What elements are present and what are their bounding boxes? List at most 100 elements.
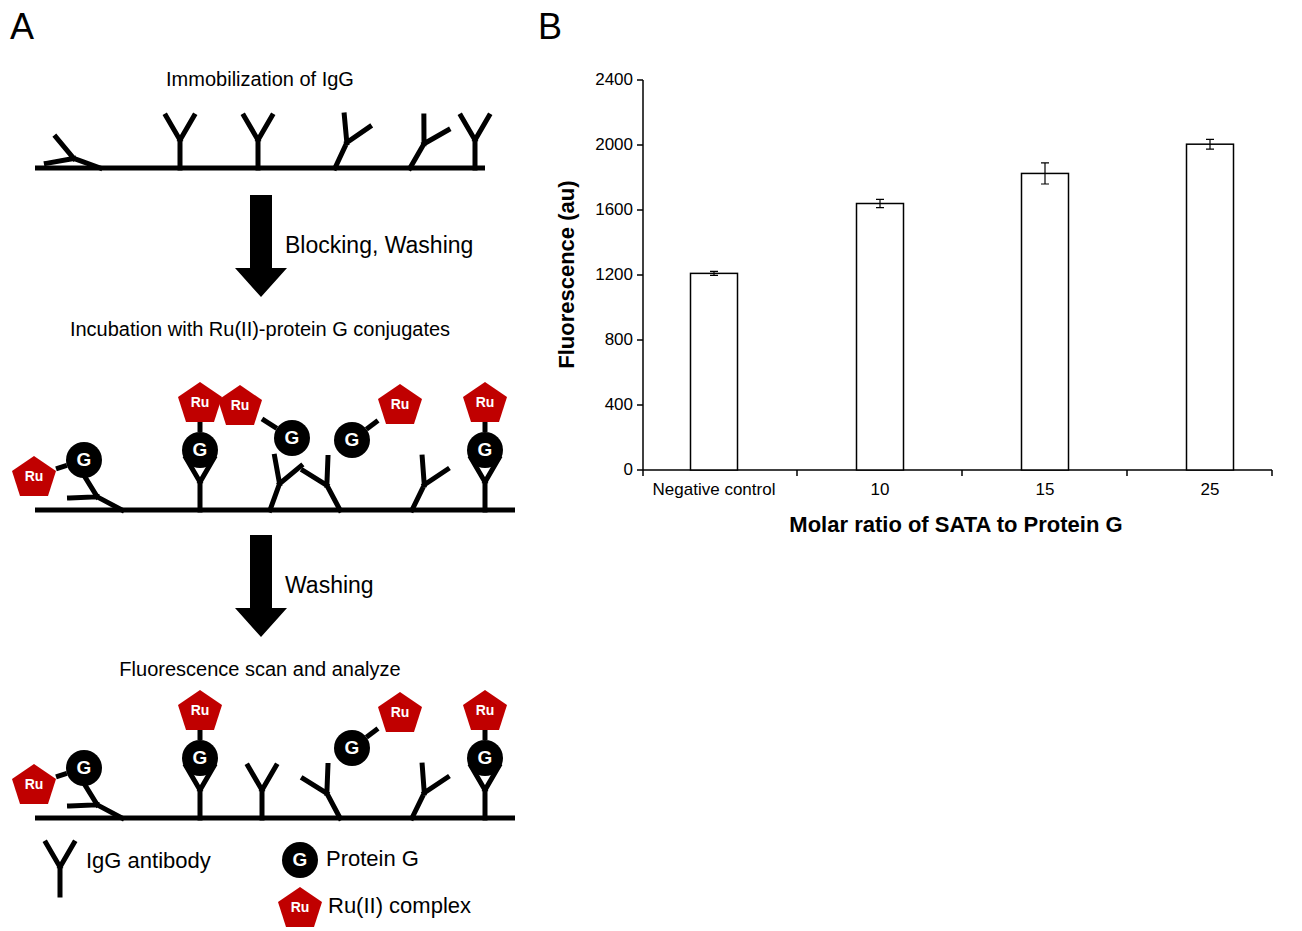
ru-complex: Ru <box>12 456 56 496</box>
igg-antibody <box>70 781 129 830</box>
step-caption: Blocking, Washing <box>285 232 473 258</box>
category-label: 15 <box>1036 480 1055 500</box>
g-label: G <box>293 849 308 871</box>
g-label: G <box>193 439 208 461</box>
igg-antibody <box>166 116 194 168</box>
pentagon <box>218 385 262 425</box>
tick-label: 2000 <box>595 135 633 155</box>
bar <box>1022 173 1069 470</box>
category-label: Negative control <box>653 480 776 500</box>
axis-tick <box>637 274 643 276</box>
down-arrow <box>235 195 287 297</box>
ru-complex: Ru <box>178 690 222 730</box>
linker <box>198 422 203 432</box>
linker <box>483 422 488 432</box>
circle <box>282 842 318 878</box>
protein-g: G <box>274 420 310 456</box>
axis-title: Molar ratio of SATA to Protein G <box>789 512 1122 537</box>
g-label: G <box>478 439 493 461</box>
pentagon <box>178 690 222 730</box>
protein-g: G <box>282 842 318 878</box>
bar-chart <box>637 80 1272 476</box>
axis-tick <box>637 404 643 406</box>
protein-g: G <box>182 740 218 776</box>
axis-title: Fluorescence (au) <box>554 181 579 369</box>
step-caption: Washing <box>285 572 374 598</box>
protein-g: G <box>467 740 503 776</box>
circle <box>334 422 370 458</box>
pentagon <box>178 382 222 422</box>
category-label: 10 <box>871 480 890 500</box>
panel-letter: B <box>538 6 562 47</box>
ru-complex: Ru <box>463 382 507 422</box>
error-bar <box>1041 163 1049 184</box>
axis-tick <box>642 470 644 476</box>
pentagon <box>463 382 507 422</box>
igg-antibody <box>248 766 276 818</box>
down-arrow <box>235 535 287 637</box>
igg-antibody <box>399 457 447 516</box>
category-label: 25 <box>1201 480 1220 500</box>
axis-tick <box>796 470 798 476</box>
g-label: G <box>77 757 92 779</box>
protein-g: G <box>66 442 102 478</box>
circle <box>467 432 503 468</box>
g-label: G <box>77 449 92 471</box>
g-label: G <box>478 747 493 769</box>
pentagon <box>12 764 56 804</box>
g-label: G <box>345 429 360 451</box>
ru-label: Ru <box>191 394 210 410</box>
ru-complex: Ru <box>378 384 422 424</box>
axis-tick <box>637 339 643 341</box>
panel-letter: A <box>10 6 34 47</box>
tick-label: 1200 <box>595 265 633 285</box>
axis-tick <box>637 469 643 471</box>
igg-antibody <box>46 843 74 895</box>
error-bar <box>1206 139 1214 149</box>
tick-label: 400 <box>605 395 633 415</box>
igg-antibody <box>461 116 489 168</box>
linker <box>56 773 67 776</box>
linker <box>483 730 488 740</box>
bar <box>857 204 904 471</box>
bar <box>1187 144 1234 470</box>
surfaces <box>35 168 515 818</box>
pentagon <box>12 456 56 496</box>
g-label: G <box>193 747 208 769</box>
igg-antibody <box>398 116 448 175</box>
step-caption: Incubation with Ru(II)-protein G conjuga… <box>70 318 450 341</box>
legend-text: Ru(II) complex <box>328 893 471 918</box>
protein-g: G <box>334 730 370 766</box>
igg-antibody <box>70 473 129 522</box>
legend-text: IgG antibody <box>86 848 211 873</box>
error-bar <box>710 271 718 275</box>
circle <box>467 740 503 776</box>
axis-tick <box>1126 470 1128 476</box>
circle <box>66 750 102 786</box>
legend-text: Protein G <box>326 846 419 871</box>
ru-complex: Ru <box>378 692 422 732</box>
igg-antibody <box>303 458 352 517</box>
circle <box>274 420 310 456</box>
circle <box>182 740 218 776</box>
tick-label: 1600 <box>595 200 633 220</box>
protein-g: G <box>182 432 218 468</box>
linker <box>56 465 67 468</box>
g-label: G <box>345 737 360 759</box>
axis-tick <box>637 144 643 146</box>
ru-label: Ru <box>25 468 44 484</box>
error-bar <box>876 199 884 207</box>
axis-tick <box>1271 470 1273 476</box>
ru-label: Ru <box>231 397 250 413</box>
surface-line <box>35 508 515 513</box>
circle <box>334 730 370 766</box>
igg-antibody <box>257 456 301 514</box>
ru-complex: Ru <box>278 887 322 927</box>
pentagon <box>378 384 422 424</box>
igg-antibody <box>303 766 352 825</box>
linker <box>262 419 277 428</box>
axis-tick <box>637 79 643 81</box>
protein-g: G <box>467 432 503 468</box>
ru-label: Ru <box>291 899 310 915</box>
